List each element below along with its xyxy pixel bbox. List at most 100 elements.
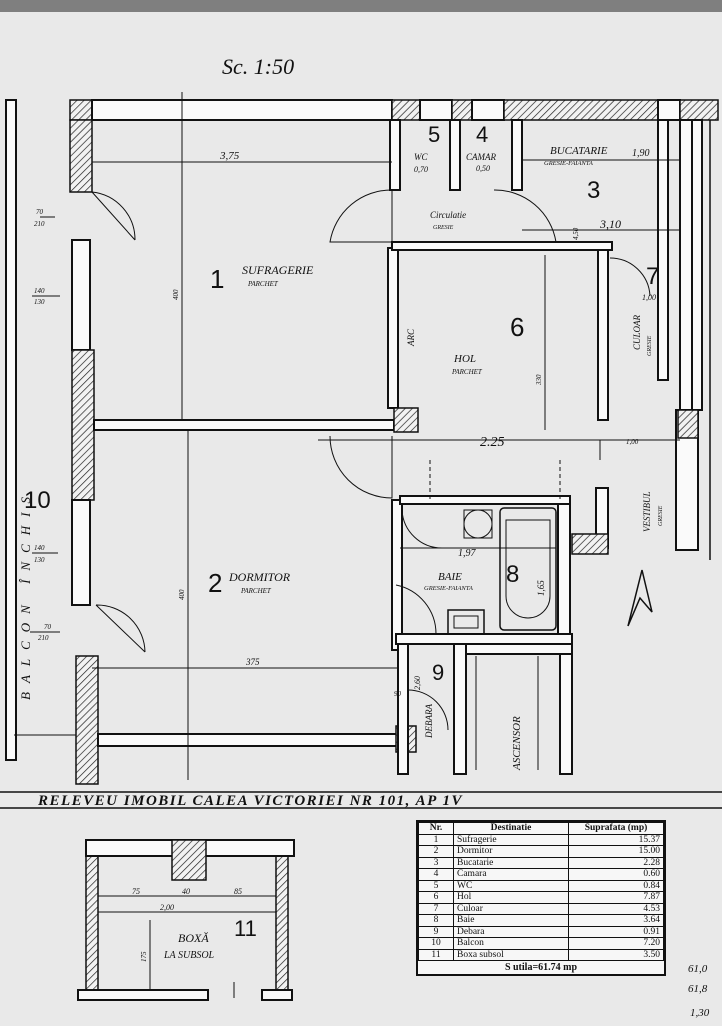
room-8-floor: GRESIE-FAIANTA [424,585,473,592]
win-210-a: 210 [34,220,45,228]
cell-nr: 10 [418,937,454,950]
room-5-name: WC [414,152,428,162]
margin-note-3: 1,30 [690,1007,710,1019]
room-1-floor: PARCHET [247,280,279,288]
dim-175: 175 [140,951,148,962]
cell-nr: 6 [418,891,454,904]
dimension-lines [14,92,680,780]
vestibul-floor: GRESIE [658,505,664,526]
circulatie-label: Circulatie [430,210,466,220]
room-4-name: CAMAR [466,152,496,162]
dim-197: 1,97 [458,548,477,559]
dim-100b: 1,00 [626,438,639,446]
dim-450: 4,50 [572,227,580,240]
room-11-name: BOXĂ [178,931,209,945]
room-2-number: 2 [208,568,222,598]
cell-suprafata: 15.00 [568,845,664,858]
win-130-a: 130 [34,298,45,306]
dim-200: 2,00 [160,903,174,912]
cell-nr: 11 [418,948,454,961]
cell-destinatie: Camara [453,868,569,881]
north-arrow-icon [627,569,653,627]
room-8-number: 8 [506,561,519,588]
room-5-number: 5 [428,122,440,147]
header-suprafata: Suprafata (mp) [568,822,664,835]
dim-375-bottom: 375 [245,657,260,667]
cell-destinatie: Debara [453,925,569,938]
dim-310: 3,10 [599,217,621,231]
dim-100: 1,00 [642,293,656,302]
cell-nr: 3 [418,856,454,869]
dim-225: 2.25 [480,435,505,450]
room-3-name: BUCATARIE [550,145,608,157]
top-border [0,0,722,12]
dim-050: 0,50 [476,164,490,173]
room-6-floor: PARCHET [451,368,483,376]
dim-400-b: 400 [178,589,186,600]
cell-nr: 4 [418,868,454,881]
cell-suprafata: 0.60 [568,868,664,881]
room-1-name: SUFRAGERIE [242,263,314,277]
cell-nr: 9 [418,925,454,938]
cell-nr: 5 [418,879,454,892]
room-10-name: BALCON ÎNCHIS [18,488,33,700]
room-6-number: 6 [510,312,524,342]
cell-suprafata: 0.91 [568,925,664,938]
cell-destinatie: WC [453,879,569,892]
cell-nr: 8 [418,914,454,927]
room-2-floor: PARCHET [240,587,272,595]
dim-070: 0,70 [414,165,428,174]
area-table-header: Nr. Destinatie Suprafata (mp) [418,822,664,835]
room-3-floor: GRESIE-FAIANTA [544,160,593,167]
win-210-b: 210 [38,634,49,642]
room-7-name: CULOAR [632,314,642,350]
dim-165: 1,65 [536,580,546,596]
margin-note-1: 61,0 [688,963,708,975]
cell-nr: 2 [418,845,454,858]
header-nr: Nr. [418,822,454,835]
room-9-name: DEBARA [424,704,434,739]
walls [5,99,719,785]
dim-90: 90 [394,690,402,698]
dim-330: 330 [535,374,543,386]
dim-375-top: 3,75 [219,150,240,162]
room-10-number: 10 [24,487,51,514]
win-70-b: 70 [44,623,52,631]
cell-destinatie: Baie [453,914,569,927]
win-70-a: 70 [36,208,44,216]
cell-destinatie: Bucatarie [453,856,569,869]
header-destinatie: Destinatie [453,822,569,835]
cell-suprafata: 2.28 [568,856,664,869]
cell-suprafata: 15.37 [568,833,664,846]
scale-label: Sc. 1:50 [222,54,294,79]
cell-suprafata: 3.50 [568,948,664,961]
circulatie-floor: GRESIE [433,225,454,231]
room-11-sub: LA SUBSOL [163,950,215,961]
cell-suprafata: 7.20 [568,937,664,950]
cell-destinatie: Culoar [453,902,569,915]
basement-box [77,839,295,1001]
cell-suprafata: 4.53 [568,902,664,915]
room-3-number: 3 [587,177,600,204]
cell-nr: 7 [418,902,454,915]
arc-label: ARC [406,328,416,347]
win-140-b: 140 [34,544,45,552]
dim-260: 2,60 [413,676,422,690]
cell-nr: 1 [418,833,454,846]
win-140-a: 140 [34,287,45,295]
doors [91,189,651,731]
cell-suprafata: 0.84 [568,879,664,892]
room-11-number: 11 [234,916,257,941]
room-1-number: 1 [210,264,224,294]
